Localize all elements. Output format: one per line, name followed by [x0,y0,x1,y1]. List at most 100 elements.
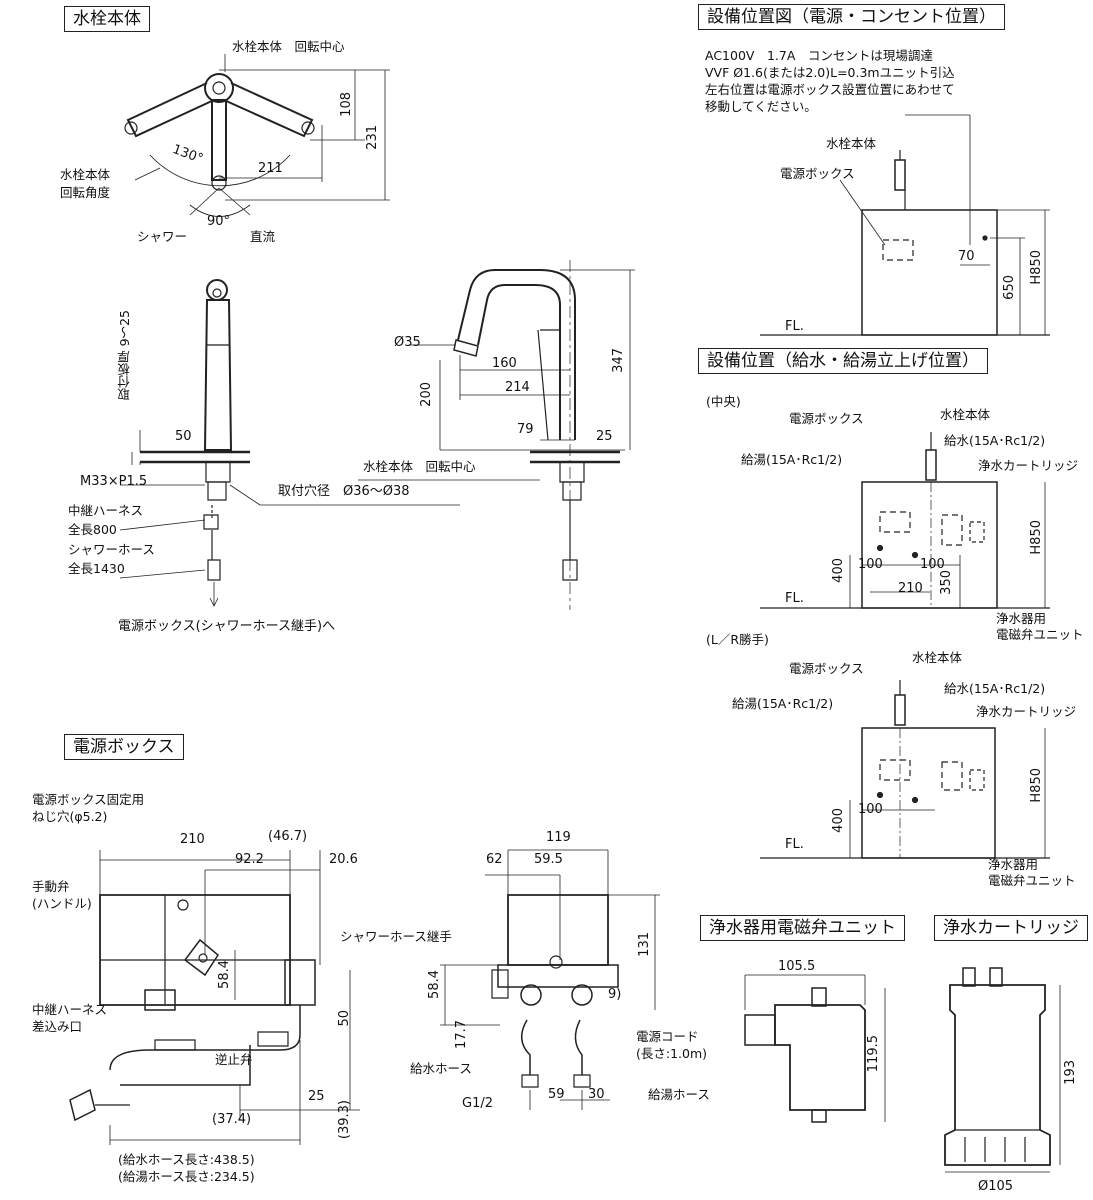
dim-cartridge-d105: Ø105 [978,1179,1014,1194]
lr-cartridge-label: 浄水カートリッジ [976,704,1077,719]
screw-hole-label-1: 電源ボックス固定用 [32,792,145,807]
section-cartridge-title: 浄水カートリッジ [934,915,1088,941]
dim-center-350: 350 [939,570,954,595]
dim-center-h850: H850 [1029,520,1044,555]
dim-h850-power: H850 [1029,250,1044,285]
hose-length-hot: (給湯ホース長さ:234.5) [118,1169,255,1184]
harness-inlet-label-2: 差込み口 [32,1019,83,1034]
dim-box-37-4: (37.4) [212,1112,252,1127]
dim-lr-100: 100 [858,802,883,817]
dim-center-210: 210 [898,581,923,596]
dim-25: 25 [596,429,613,444]
check-valve-label: 逆止弁 [215,1052,253,1067]
section-solenoid-title: 浄水器用電磁弁ユニット [700,915,905,941]
hose-length-cold: (給水ホース長さ:438.5) [118,1152,255,1167]
faucet-side-view [120,280,460,606]
dim-side-59: 59 [548,1087,565,1102]
cold-hose-label: 給水ホース [410,1061,472,1076]
center-hot-label: 給湯(15A･Rc1/2) [741,452,843,467]
solenoid-unit-drawing [745,975,885,1122]
faucet-top-view [125,54,390,217]
g12-label: G1/2 [462,1096,493,1111]
to-box-label: 電源ボックス(シャワーホース継手)へ [118,619,336,634]
dim-box-46-7: (46.7) [268,829,308,844]
lr-label: (L／R勝手) [706,632,769,647]
straight-label: 直流 [250,229,276,244]
dim-211: 211 [258,161,283,176]
shower-label: シャワー [137,229,188,244]
lr-cold-label: 給水(15A･Rc1/2) [944,681,1046,696]
dim-box-210: 210 [180,832,205,847]
lr-solenoid-label-1: 浄水器用 [988,857,1039,872]
dim-cartridge-193: 193 [1063,1060,1078,1085]
center-fl-label: FL. [785,591,804,606]
power-cord-label-1: 電源コード [636,1029,699,1044]
dim-side-9: 9) [608,987,622,1002]
screw-hole-label-2: ねじ穴(φ5.2) [32,809,108,824]
dim-side-131: 131 [637,932,652,957]
power-box-side-view [440,850,660,1110]
dim-214: 214 [505,380,530,395]
dim-box-39-3: (39.3) [337,1100,352,1140]
dim-box-20-6: 20.6 [329,852,358,867]
power-note-4: 移動してください。 [705,99,817,114]
dim-solenoid-119-5: 119.5 [866,1035,881,1073]
dim-lr-h850: H850 [1029,768,1044,803]
power-location-diagram [760,115,1050,335]
power-cord-label-2: (長さ:1.0m) [636,1046,708,1061]
shower-joint-label: シャワーホース継手 [340,929,452,944]
center-label: (中央) [706,394,741,409]
center-cartridge-label: 浄水カートリッジ [978,458,1079,473]
manual-valve-label-1: 手動弁 [32,879,70,894]
thread-label: M33×P1.5 [80,474,148,489]
power-note-3: 左右位置は電源ボックス設置位置にあわせて [705,82,955,97]
dim-box-58-4: 58.4 [217,960,232,989]
power-faucet-label: 水栓本体 [826,136,877,151]
cartridge-drawing [945,968,1060,1172]
lr-solenoid-label-2: 電磁弁ユニット [988,873,1076,888]
dim-side-58-4: 58.4 [427,970,442,999]
section-equip-water-title: 設備位置（給水・給湯立上げ位置） [698,348,988,374]
dim-solenoid-105-5: 105.5 [778,959,816,974]
section-power-box-title: 電源ボックス [64,734,184,760]
center-box-label: 電源ボックス [789,411,864,426]
harness-label-2: 全長800 [68,522,117,537]
section-equip-power-title: 設備位置図（電源・コンセント位置） [698,4,1005,30]
dim-lr-400: 400 [831,808,846,833]
power-box-label: 電源ボックス [780,166,855,181]
dim-79: 79 [517,422,534,437]
dim-box-25: 25 [308,1089,325,1104]
dim-160: 160 [492,356,517,371]
power-note-2: VVF Ø1.6(または2.0)L=0.3mユニット引込 [705,65,955,80]
faucet-front-view [358,260,635,610]
dim-side-62: 62 [486,852,503,867]
dim-side-30: 30 [588,1087,605,1102]
rotation-angle-label-1: 水栓本体 [60,167,111,182]
harness-label-1: 中継ハーネス [68,503,144,518]
water-center-diagram [760,432,1050,608]
dim-side-59-5: 59.5 [534,852,563,867]
dim-box-50: 50 [337,1010,352,1027]
shower-hose-label-1: シャワーホース [68,542,155,557]
dim-center-100a: 100 [858,557,883,572]
dim-center-400: 400 [831,558,846,583]
center-faucet-label: 水栓本体 [940,407,991,422]
lr-hot-label: 給湯(15A･Rc1/2) [732,696,834,711]
dim-center-100b: 100 [920,557,945,572]
lr-fl-label: FL. [785,837,804,852]
dim-70: 70 [958,249,975,264]
lr-box-label: 電源ボックス [789,661,864,676]
dim-box-92-2: 92.2 [235,852,264,867]
mount-hole-label: 取付穴径 Ø36～Ø38 [278,484,410,499]
center-cold-label: 給水(15A･Rc1/2) [944,433,1046,448]
hot-hose-label: 給湯ホース [648,1087,710,1102]
dim-side-17-7: 17.7 [454,1020,469,1049]
shower-hose-label-2: 全長1430 [68,561,125,576]
dim-200: 200 [419,382,434,407]
manual-valve-label-2: (ハンドル) [32,896,92,911]
rotation-angle-label-2: 回転角度 [60,185,111,200]
dim-side-119: 119 [546,830,571,845]
harness-inlet-label-1: 中継ハーネス [32,1002,108,1017]
plate-thickness-label: 取付板厚 9～25 [117,310,132,401]
